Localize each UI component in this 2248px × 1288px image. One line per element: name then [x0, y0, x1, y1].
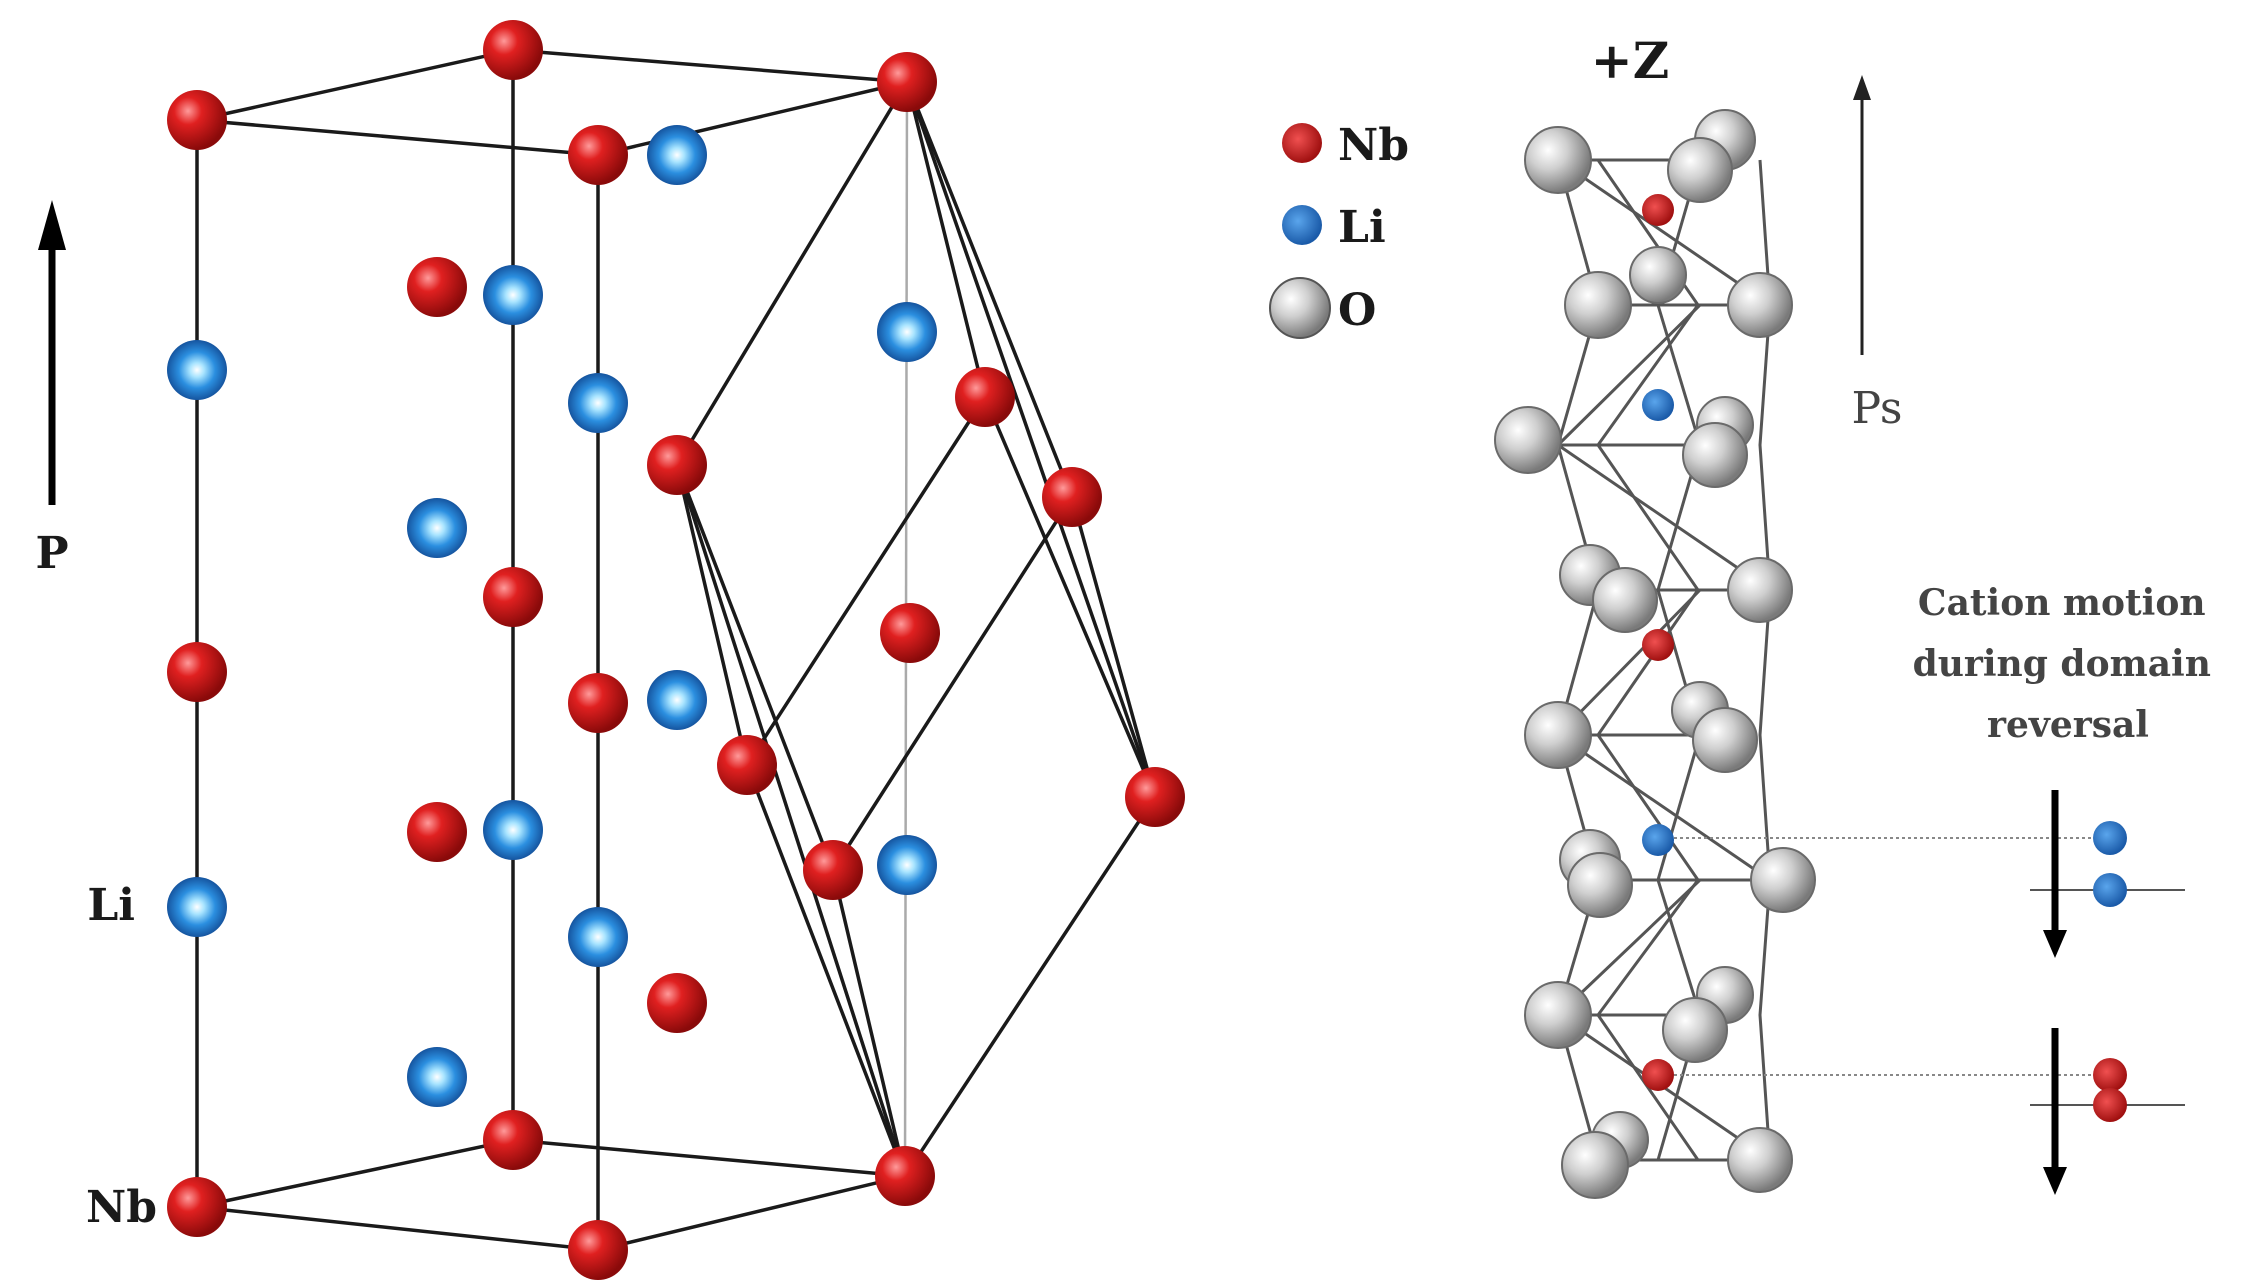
- nb-atom: [483, 567, 543, 627]
- nb-atom: [407, 257, 467, 317]
- o-atom: [1567, 852, 1633, 918]
- cation-motion-caption: Cation motion during domain reversal: [1913, 582, 2224, 746]
- nb-atom: [875, 1146, 935, 1206]
- nb-cation: [1642, 1059, 1674, 1091]
- nb-label: Nb: [86, 1182, 157, 1233]
- li-label: Li: [87, 880, 135, 931]
- o-atom: [1592, 567, 1658, 633]
- o-atom: [1727, 272, 1793, 338]
- oxygen-atoms: [1494, 109, 1816, 1199]
- ps-arrow: [1853, 75, 1871, 355]
- li-atom: [483, 265, 543, 325]
- plus-z-label: +Z: [1591, 31, 1669, 90]
- o-atom: [1667, 137, 1733, 203]
- octahedra-chain-diagram: +Z Ps: [1494, 31, 2224, 1199]
- nb-atom: [167, 642, 227, 702]
- nb-cation: [1642, 629, 1674, 661]
- o-atom: [1682, 422, 1748, 488]
- cation-motion-line-1: Cation motion: [1918, 582, 2206, 624]
- nb-atom: [647, 435, 707, 495]
- li-atom: [568, 373, 628, 433]
- o-atom: [1524, 126, 1592, 194]
- ps-label: Ps: [1851, 383, 1902, 434]
- nb-atom: [1042, 467, 1102, 527]
- polarization-arrow: [38, 200, 66, 505]
- cation-motion-line-2: during domain: [1913, 643, 2211, 685]
- o-atom: [1750, 847, 1816, 913]
- nb-atom: [568, 125, 628, 185]
- li-atom: [483, 800, 543, 860]
- nb-atom: [483, 20, 543, 80]
- nb-atom: [877, 52, 937, 112]
- legend-nb-label: Nb: [1338, 120, 1409, 171]
- o-atom: [1662, 997, 1728, 1063]
- atoms: [167, 20, 1185, 1280]
- nb-atom: [568, 673, 628, 733]
- nb-atom: [955, 367, 1015, 427]
- nb-cation-before: [2093, 1058, 2127, 1092]
- legend-o-label: O: [1338, 285, 1376, 336]
- li-atom: [647, 670, 707, 730]
- nb-atom: [568, 1220, 628, 1280]
- nb-atom: [880, 603, 940, 663]
- o-atom: [1524, 701, 1592, 769]
- nb-cation: [1642, 194, 1674, 226]
- li-atom: [568, 907, 628, 967]
- cation-motion-line-3: reversal: [1987, 704, 2149, 746]
- li-atom: [877, 302, 937, 362]
- o-atom: [1564, 271, 1632, 339]
- nb-atom: [803, 840, 863, 900]
- li-cation-before: [2093, 821, 2127, 855]
- li-atom: [647, 125, 707, 185]
- li-cation: [1642, 824, 1674, 856]
- o-atom: [1629, 246, 1687, 304]
- nb-cation-after: [2093, 1088, 2127, 1122]
- atom-legend: Nb Li O: [1269, 120, 1409, 339]
- o-atom: [1561, 1131, 1629, 1199]
- li-cation: [1642, 389, 1674, 421]
- cell-edges: [195, 48, 1157, 1252]
- li-cation-after: [2093, 873, 2127, 907]
- li-motion-arrow: [2043, 790, 2067, 958]
- legend-li-label: Li: [1338, 202, 1386, 253]
- li-atom: [167, 877, 227, 937]
- li-atom: [167, 340, 227, 400]
- legend-o-swatch: [1269, 277, 1331, 339]
- o-atom: [1692, 707, 1758, 773]
- legend-nb-swatch: [1282, 123, 1322, 163]
- o-atom: [1494, 406, 1562, 474]
- nb-atom: [483, 1110, 543, 1170]
- o-atom: [1727, 557, 1793, 623]
- li-atom: [407, 1047, 467, 1107]
- nb-motion-arrow: [2043, 1028, 2067, 1195]
- li-atom: [407, 498, 467, 558]
- nb-atom: [717, 735, 777, 795]
- nb-atom: [167, 90, 227, 150]
- o-atom: [1524, 981, 1592, 1049]
- nb-atom: [167, 1177, 227, 1237]
- unit-cell-diagram: P: [35, 20, 1185, 1280]
- nb-atom: [1125, 767, 1185, 827]
- nb-atom: [647, 973, 707, 1033]
- polarization-label: P: [35, 528, 68, 579]
- o-atom: [1727, 1127, 1793, 1193]
- nb-atom: [407, 802, 467, 862]
- li-atom: [877, 835, 937, 895]
- legend-li-swatch: [1282, 205, 1322, 245]
